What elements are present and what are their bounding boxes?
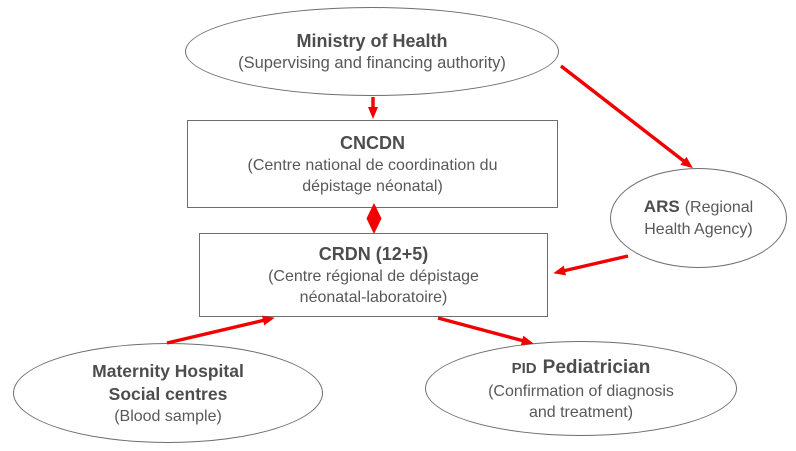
ministry-subtitle: (Supervising and financing authority) bbox=[238, 54, 506, 72]
pid-subtitle-line1: (Confirmation of diagnosis bbox=[488, 382, 674, 400]
ars-title-bold: ARS bbox=[643, 196, 680, 216]
cncdn-subtitle-line1: (Centre national de coordination du bbox=[247, 157, 498, 174]
crdn-title: CRDN (12+5) bbox=[318, 244, 429, 264]
arrow-crdn-to-pid-icon bbox=[437, 316, 534, 346]
ministry-title: Ministry of Health bbox=[296, 31, 448, 51]
ars-line2: Health Agency) bbox=[644, 220, 753, 238]
node-crdn: CRDN (12+5) (Centre régional de dépistag… bbox=[199, 233, 548, 317]
crdn-subtitle-line2: néonatal-laboratoire) bbox=[299, 289, 448, 306]
arrow-maternity-to-crdn-icon bbox=[166, 315, 275, 345]
ars-title-rest: (Regional bbox=[684, 198, 754, 216]
node-ars: ARS(Regional Health Agency) bbox=[610, 168, 787, 268]
cncdn-title: CNCDN bbox=[340, 133, 405, 153]
pid-title-prefix: PID bbox=[511, 359, 537, 377]
pid-title-line: PID Pediatrician bbox=[512, 355, 651, 381]
cncdn-subtitle-line2: dépistage néonatal) bbox=[302, 178, 443, 195]
maternity-title-line1: Maternity Hospital bbox=[92, 360, 244, 381]
pid-title-main: Pediatrician bbox=[542, 356, 651, 378]
crdn-subtitle-line1: (Centre régional de dépistage bbox=[268, 268, 479, 285]
maternity-subtitle: (Blood sample) bbox=[114, 407, 222, 425]
arrow-ars-to-crdn-icon bbox=[553, 254, 629, 276]
arrow-ministry-to-ars-icon bbox=[559, 64, 693, 169]
node-pid-pediatrician: PID Pediatrician (Confirmation of diagnos… bbox=[425, 341, 737, 436]
maternity-title-line2: Social centres bbox=[108, 383, 228, 404]
node-maternity-social-centres: Maternity Hospital Social centres (Blood… bbox=[13, 343, 323, 443]
ars-title-line: ARS(Regional bbox=[644, 196, 753, 219]
node-cncdn: CNCDN (Centre national de coordination d… bbox=[187, 120, 558, 208]
pid-subtitle-line2: and treatment) bbox=[528, 403, 634, 421]
node-ministry-of-health: Ministry of Health (Supervising and fina… bbox=[185, 7, 559, 96]
